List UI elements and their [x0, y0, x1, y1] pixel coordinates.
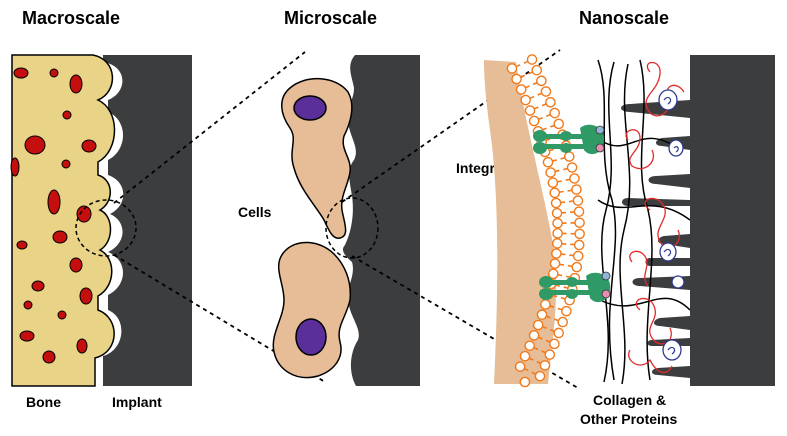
lipid-head — [536, 75, 547, 87]
collagen-label-line2: Other Proteins — [580, 411, 678, 427]
lipid-head — [549, 107, 560, 119]
lipid-head — [528, 330, 540, 341]
lipid-head — [506, 63, 518, 74]
macro-zoom-circle — [75, 199, 137, 257]
lipid-head — [519, 376, 531, 388]
lipid-head — [561, 305, 572, 317]
lipid-head — [547, 177, 559, 188]
nano-pillar — [645, 258, 690, 266]
lipid-head — [519, 350, 531, 362]
lipid-head — [545, 96, 556, 108]
lipid-head — [574, 217, 585, 229]
macroscale-panel — [10, 54, 192, 387]
microscale-title: Microscale — [284, 8, 378, 28]
nanoscale-title: Nanoscale — [579, 8, 670, 28]
cells-label: Cells — [238, 204, 272, 220]
zoom-lines-macro — [113, 51, 326, 383]
lipid-head — [547, 268, 559, 280]
lipid-head — [566, 162, 578, 173]
lipid-head — [542, 156, 554, 168]
lipid-head — [520, 94, 531, 106]
lipid-head — [528, 115, 540, 127]
lipid-head — [526, 54, 538, 65]
lipid-head — [540, 299, 551, 310]
lipid-head — [544, 349, 556, 360]
lipid-head — [550, 197, 562, 209]
lipid-head — [552, 228, 563, 239]
lipid-head — [549, 258, 561, 269]
macroscale-title: Macroscale — [22, 8, 121, 28]
micro-nucleus-upper — [293, 95, 327, 121]
lipid-head — [536, 309, 548, 321]
lipid-head — [531, 64, 543, 76]
lipid-head — [551, 238, 563, 249]
lipid-head — [574, 228, 585, 240]
lipid-head — [549, 187, 561, 199]
lipid-head — [573, 206, 585, 217]
macro-implant — [103, 55, 192, 386]
lipid-head — [553, 327, 565, 339]
micro-cell-lower — [272, 241, 352, 379]
nanoscale-panel — [484, 54, 775, 388]
lipid-head — [551, 248, 562, 259]
lipid-head — [571, 261, 583, 273]
bone-pores — [10, 67, 97, 364]
microscale-panel — [272, 55, 420, 386]
nano-cell-body — [484, 60, 557, 384]
integrin-lower — [539, 271, 611, 303]
micro-cell-upper — [281, 77, 353, 239]
lipid-head — [551, 207, 563, 219]
micro-zoom-circle — [325, 197, 379, 259]
lipid-head — [573, 239, 585, 251]
lipid-head — [532, 319, 544, 331]
lipid-head — [549, 338, 560, 350]
lipid-head — [524, 340, 535, 352]
implant-label: Implant — [112, 394, 162, 410]
lipid-head — [569, 173, 580, 184]
bone-label: Bone — [26, 394, 61, 410]
lipid-head — [552, 217, 563, 229]
nano-pillar — [622, 198, 690, 206]
lipid-head — [534, 370, 546, 382]
blue-protein-swirls — [663, 96, 679, 355]
lipid-head — [553, 118, 565, 130]
collagen-label-line1: Collagen & — [593, 392, 667, 408]
lipid-head — [572, 250, 584, 262]
lipid-head — [539, 360, 551, 371]
lipid-head — [524, 105, 536, 116]
nano-implant — [621, 55, 775, 386]
lipid-head — [571, 184, 582, 195]
lipid-head — [511, 73, 522, 85]
lipid-head — [572, 195, 584, 206]
blue-proteins — [658, 89, 685, 361]
micro-implant — [342, 55, 420, 386]
micro-nucleus-lower — [295, 318, 327, 356]
lipid-head — [515, 84, 527, 95]
lipid-head — [563, 151, 575, 162]
lipid-head — [540, 86, 552, 97]
lipid-head — [545, 167, 556, 178]
lipid-head — [557, 316, 569, 328]
integrin-upper — [533, 124, 605, 155]
collagen-fibers — [597, 59, 691, 385]
lipid-head — [514, 361, 526, 372]
